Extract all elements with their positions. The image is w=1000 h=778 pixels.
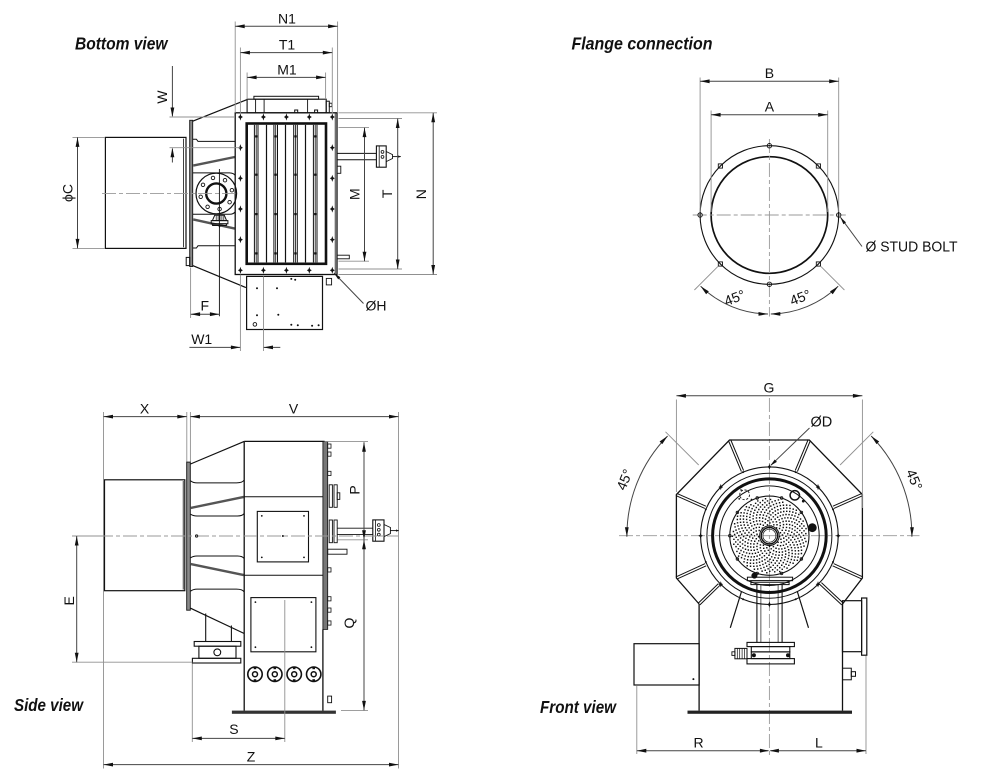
svg-text:G: G [764, 379, 775, 395]
svg-text:T: T [379, 189, 395, 198]
svg-text:45°: 45° [903, 467, 926, 493]
svg-text:N: N [413, 189, 429, 199]
svg-text:A: A [765, 99, 775, 115]
svg-text:Z: Z [247, 749, 256, 765]
svg-text:Side view: Side view [14, 695, 84, 715]
svg-text:ϕC: ϕC [60, 184, 76, 202]
svg-text:45°: 45° [613, 467, 636, 493]
svg-text:B: B [765, 65, 774, 81]
svg-text:R: R [693, 734, 703, 750]
svg-text:M1: M1 [277, 61, 297, 77]
svg-text:Bottom view: Bottom view [75, 34, 169, 54]
svg-text:45°: 45° [787, 286, 812, 309]
svg-text:S: S [229, 721, 238, 737]
svg-text:E: E [61, 596, 77, 605]
svg-text:W1: W1 [191, 331, 212, 347]
svg-text:X: X [140, 400, 150, 416]
svg-text:F: F [201, 297, 210, 313]
svg-text:M: M [347, 188, 363, 200]
svg-text:45°: 45° [722, 286, 747, 309]
svg-text:N1: N1 [278, 10, 296, 26]
svg-text:Ø STUD BOLT: Ø STUD BOLT [866, 240, 958, 256]
svg-text:ØH: ØH [366, 297, 387, 313]
svg-text:ØD: ØD [811, 415, 833, 431]
svg-text:P: P [347, 485, 363, 494]
svg-text:V: V [289, 400, 299, 416]
svg-text:W: W [154, 90, 170, 104]
svg-text:Flange connection: Flange connection [572, 34, 713, 54]
svg-text:L: L [815, 734, 823, 750]
svg-text:Q: Q [341, 617, 357, 628]
svg-text:Front view: Front view [540, 697, 617, 717]
svg-text:T1: T1 [279, 37, 296, 53]
